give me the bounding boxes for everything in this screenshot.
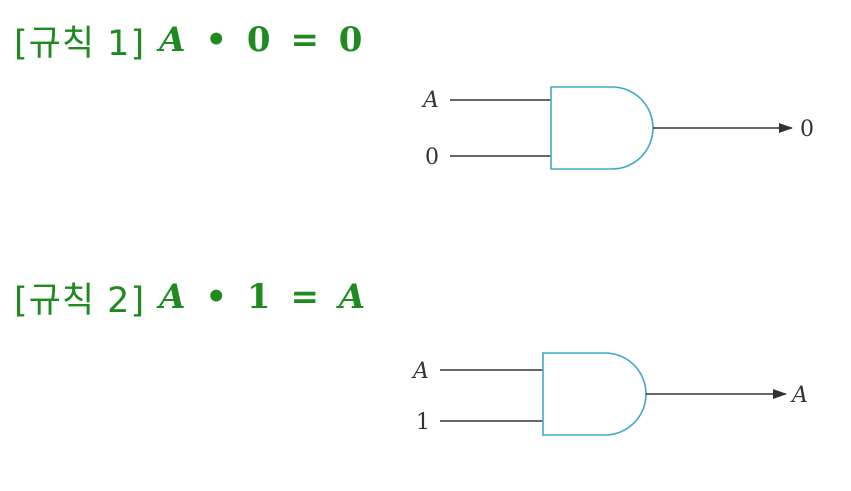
rule-2-and-gate: A 1 A <box>411 352 808 436</box>
rule-1-lhs-var: A <box>159 20 186 60</box>
rule-2-result: A <box>338 277 366 317</box>
rule-2-lhs-var: A <box>159 277 186 317</box>
rule-1-equals: = <box>290 20 319 60</box>
rule-1-and-dot: • <box>205 20 228 60</box>
rule-1-label: [규칙 1] <box>14 23 146 64</box>
rule-1-output-label: 0 <box>800 117 814 142</box>
rule-2-input-b-label: 1 <box>416 410 430 435</box>
rule-2-operand: 1 <box>246 277 271 317</box>
rule-1-heading: [규칙 1] A • 0 = 0 <box>14 14 362 66</box>
rule-2-output-label: A <box>790 383 808 408</box>
rule-2-equals: = <box>290 277 319 317</box>
rule-1-input-b-label: 0 <box>425 145 439 170</box>
rule-1-result: 0 <box>338 20 363 60</box>
rule-2-expression: A • 1 = A <box>159 277 365 317</box>
rule-2-and-dot: • <box>205 277 228 317</box>
rule-1-input-a-label: A <box>421 88 439 113</box>
rule-1-and-gate-body <box>550 86 654 170</box>
rule-2-label: [규칙 2] <box>14 280 146 321</box>
rule-2-heading: [규칙 2] A • 1 = A <box>14 271 365 323</box>
rule-2-and-gate-body <box>542 352 647 436</box>
rule-1-and-gate: A 0 0 <box>421 86 814 170</box>
rule-1-operand: 0 <box>246 20 271 60</box>
rule-2-input-a-label: A <box>411 359 429 384</box>
rule-1-expression: A • 0 = 0 <box>159 20 362 60</box>
